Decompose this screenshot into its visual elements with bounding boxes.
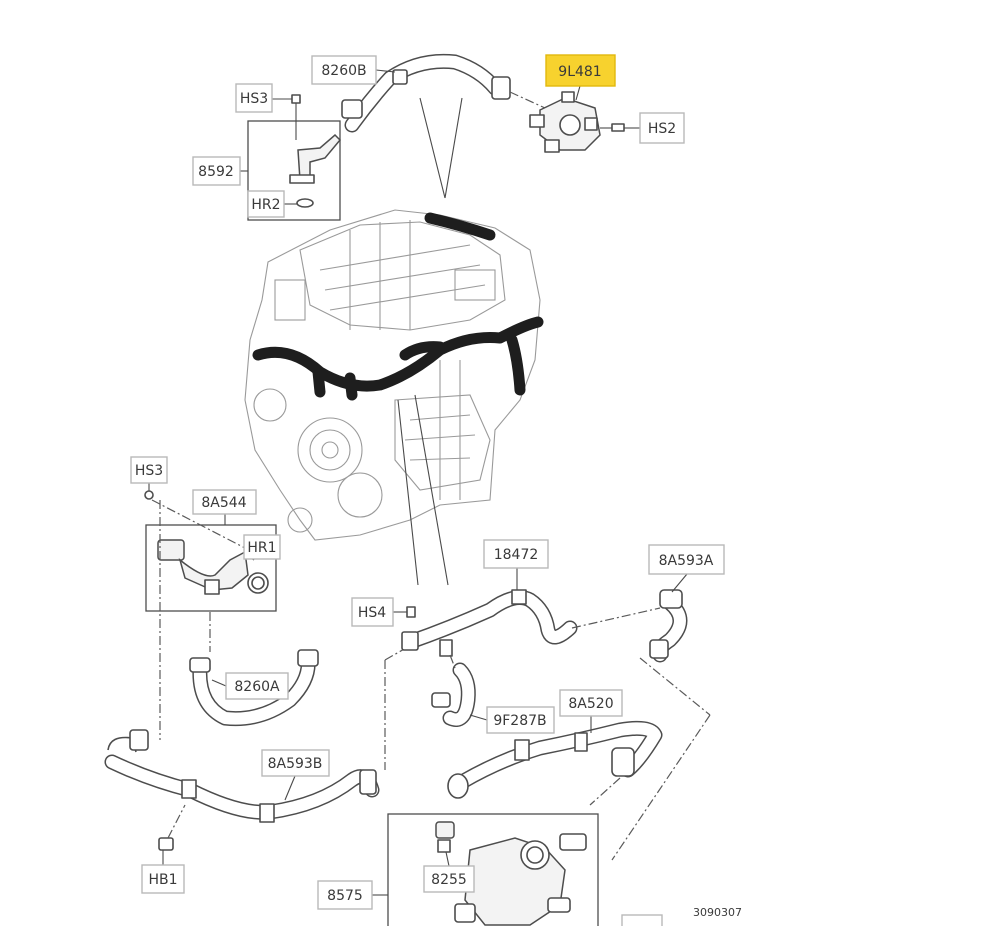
svg-text:8A593A: 8A593A bbox=[659, 553, 714, 569]
callout-8575[interactable]: 8575 bbox=[317, 880, 373, 910]
pipe-8a520 bbox=[447, 720, 663, 799]
callout-9f287b[interactable]: 9F287B bbox=[486, 706, 555, 734]
callout-18472[interactable]: 18472 bbox=[483, 539, 549, 569]
bolt-hs3-left bbox=[144, 490, 154, 500]
engine-assembly bbox=[244, 97, 544, 586]
callout-8260a[interactable]: 8260A bbox=[225, 672, 289, 700]
svg-text:8592: 8592 bbox=[198, 164, 234, 180]
thermostat-housing-9l481 bbox=[529, 91, 601, 153]
bolt-hs4 bbox=[406, 606, 416, 618]
callout-partial bbox=[621, 914, 663, 926]
svg-text:8A544: 8A544 bbox=[201, 495, 246, 511]
callout-hs2[interactable]: HS2 bbox=[639, 112, 685, 144]
callout-9l481[interactable]: 9L481 bbox=[545, 54, 616, 87]
pipe-18472 bbox=[401, 589, 578, 657]
callout-hs3-top[interactable]: HS3 bbox=[235, 83, 273, 113]
callout-hb1[interactable]: HB1 bbox=[141, 864, 185, 894]
svg-text:HS3: HS3 bbox=[240, 91, 268, 107]
svg-text:8260A: 8260A bbox=[234, 679, 280, 695]
callout-8260b[interactable]: 8260B bbox=[311, 55, 377, 85]
bolt-hb1 bbox=[158, 804, 186, 851]
callout-8255[interactable]: 8255 bbox=[423, 865, 475, 893]
callout-hs3-left[interactable]: HS3 bbox=[130, 456, 168, 484]
callout-hr1[interactable]: HR1 bbox=[243, 534, 281, 560]
group-frame-8575 bbox=[387, 813, 599, 926]
svg-text:HS4: HS4 bbox=[358, 605, 386, 621]
svg-text:8255: 8255 bbox=[431, 872, 467, 888]
svg-text:8575: 8575 bbox=[327, 888, 363, 904]
svg-text:8A520: 8A520 bbox=[568, 696, 613, 712]
hose-8260a bbox=[189, 649, 319, 727]
bolt-hs3-top bbox=[291, 94, 301, 140]
svg-text:HS3: HS3 bbox=[135, 463, 163, 479]
svg-text:HR2: HR2 bbox=[251, 197, 280, 213]
callout-8592[interactable]: 8592 bbox=[192, 156, 241, 186]
pump-housing-8575 bbox=[454, 833, 587, 926]
svg-text:9L481: 9L481 bbox=[558, 64, 601, 80]
hose-8a593b bbox=[104, 729, 380, 823]
sensor-8255 bbox=[435, 821, 455, 853]
callout-8a593a[interactable]: 8A593A bbox=[648, 544, 725, 575]
pipe-8592 bbox=[289, 133, 342, 208]
svg-text:18472: 18472 bbox=[494, 547, 539, 563]
callout-8a544[interactable]: 8A544 bbox=[192, 489, 257, 515]
svg-text:8A593B: 8A593B bbox=[268, 756, 323, 772]
callout-hr2[interactable]: HR2 bbox=[247, 190, 285, 218]
hose-8260b bbox=[341, 53, 511, 133]
svg-text:HS2: HS2 bbox=[648, 121, 676, 137]
callout-8a593b[interactable]: 8A593B bbox=[261, 749, 330, 777]
reference-number: 3090307 bbox=[693, 906, 742, 919]
callout-hs4[interactable]: HS4 bbox=[351, 597, 394, 627]
connector-8a544 bbox=[157, 539, 269, 595]
bolt-hs2 bbox=[600, 123, 625, 132]
hose-9f287b bbox=[431, 662, 476, 727]
group-frame-8a544 bbox=[145, 524, 277, 612]
callout-8a520[interactable]: 8A520 bbox=[559, 689, 623, 717]
svg-text:8260B: 8260B bbox=[321, 63, 366, 79]
hose-8a593a bbox=[649, 589, 688, 663]
svg-text:HB1: HB1 bbox=[148, 872, 177, 888]
svg-text:9F287B: 9F287B bbox=[493, 713, 546, 729]
svg-text:HR1: HR1 bbox=[247, 540, 276, 556]
